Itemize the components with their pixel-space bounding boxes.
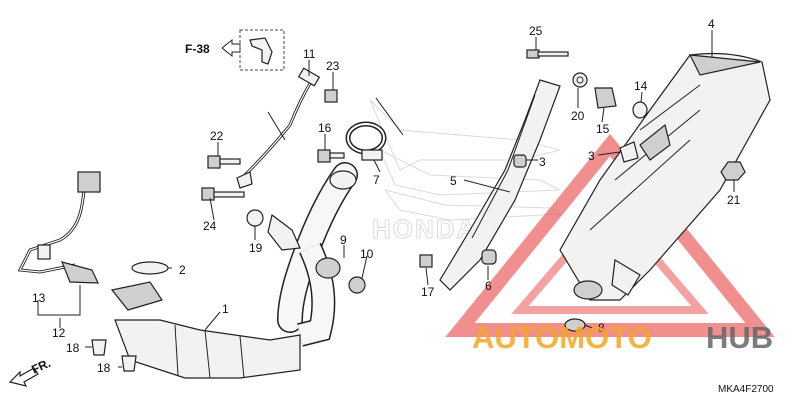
- brand-text-a: AUTOMOTO: [472, 320, 652, 355]
- drawing-code: MKA4F2700: [718, 384, 774, 395]
- flange: [110, 281, 163, 311]
- callout-2: 2: [179, 263, 186, 277]
- callout-13: 13: [32, 291, 46, 305]
- callout-5: 5: [450, 174, 457, 188]
- callout-7: 7: [373, 173, 380, 187]
- ref-arrow: F-38: [185, 29, 285, 71]
- heat-shield: [439, 79, 561, 291]
- callout-14: 14: [634, 79, 648, 93]
- muffler: [559, 52, 771, 301]
- callout-19: 19: [249, 241, 263, 255]
- ref-label: F-38: [185, 42, 210, 56]
- callout-1: 1: [222, 302, 229, 316]
- exhaust-header-pipe: [110, 162, 358, 379]
- ref-box: [239, 29, 285, 71]
- direction-label: FR.: [29, 356, 52, 377]
- honda-wing-watermark: HONDA: [369, 99, 562, 245]
- callout-4: 4: [708, 17, 715, 31]
- callout-18b: 18: [97, 361, 111, 375]
- callout-25: 25: [529, 24, 543, 38]
- callout-20: 20: [571, 109, 585, 123]
- callout-24: 24: [203, 219, 217, 233]
- callout-15: 15: [596, 122, 610, 136]
- callout-10: 10: [360, 247, 374, 261]
- callout-9: 9: [340, 233, 347, 247]
- callout-3b: 3: [588, 149, 595, 163]
- callout-6: 6: [485, 279, 492, 293]
- front-arrow-icon: [8, 367, 39, 387]
- callout-12: 12: [52, 326, 66, 340]
- callout-8: 8: [598, 321, 605, 335]
- band-clamp: [345, 121, 387, 161]
- o2-sensor: [60, 261, 99, 284]
- catalyst-body: [114, 319, 301, 379]
- callout-21: 21: [727, 193, 741, 207]
- pipe-inlet: [329, 170, 357, 190]
- brand-text-b: HUB: [706, 320, 773, 355]
- gasket: [131, 261, 169, 275]
- callout-23: 23: [326, 59, 340, 73]
- callouts: 1 2 3 3 4 5 6 7 8 9 10 11 12 13 14 15 16…: [32, 17, 741, 375]
- o2-sensor-harness: [17, 67, 321, 284]
- callout-11: 11: [303, 47, 316, 61]
- leader-lines: [37, 30, 735, 368]
- muffler-outlet: [573, 280, 603, 300]
- hardware-bolts: [91, 49, 746, 372]
- bracket-detail: [249, 37, 273, 65]
- arrow-left-icon: [221, 38, 241, 58]
- honda-word: HONDA: [372, 214, 477, 244]
- callout-22: 22: [210, 129, 224, 143]
- callout-17: 17: [421, 285, 435, 299]
- front-direction: FR.: [8, 356, 53, 387]
- callout-18a: 18: [66, 341, 80, 355]
- brand-watermark: AUTOMOTO HUB: [472, 320, 773, 355]
- callout-3a: 3: [539, 155, 546, 169]
- callout-16: 16: [318, 121, 332, 135]
- sensor-connector: [77, 171, 101, 193]
